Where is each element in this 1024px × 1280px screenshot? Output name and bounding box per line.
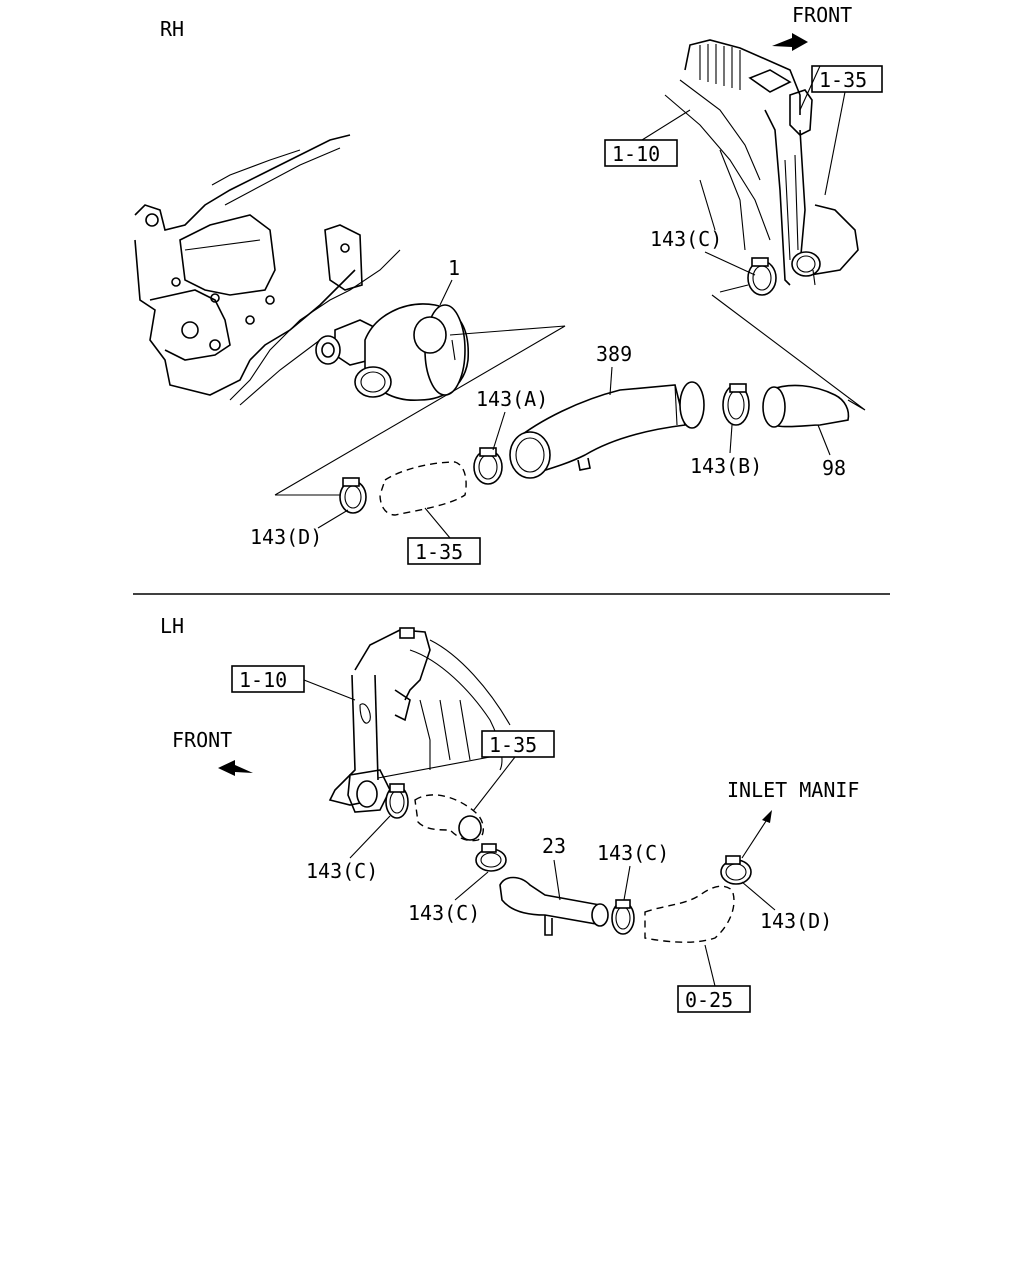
rh-pipe-389: [509, 381, 705, 479]
lh-clamp-d: [720, 855, 752, 885]
rh-part-1-label: 1: [448, 256, 460, 280]
rh-part-98-leader: [817, 424, 831, 456]
rh-front-label: FRONT: [792, 3, 852, 27]
rh-clamp-c-label: 143(C): [650, 227, 722, 251]
lh-part-23-label: 23: [542, 834, 566, 858]
rh-intercooler: [664, 39, 859, 286]
rh-connection-lines: [274, 284, 866, 496]
rh-part-389-label: 389: [596, 342, 632, 366]
lh-ref-radiator-box: [231, 665, 305, 693]
rh-hose-98: [762, 384, 850, 428]
lh-hose-dashed-025: [644, 885, 735, 943]
rh-ref-hose-bottom-box: [407, 537, 481, 565]
lh-hose-dashed: [414, 794, 484, 842]
rh-ref-radiator-box: [604, 139, 678, 167]
lh-ref-radiator-leader: [303, 679, 356, 701]
rh-part-389-leader: [609, 366, 613, 396]
rh-clamp-b-leader: [729, 424, 733, 454]
rh-clamp-d: [339, 477, 367, 514]
lh-front-label: FRONT: [172, 728, 232, 752]
lh-clamp-c3-leader: [623, 865, 631, 901]
rh-clamp-c-leader: [704, 251, 756, 276]
lh-front-arrow-icon: [218, 760, 253, 776]
lh-ref-hose-box: [481, 730, 555, 758]
lh-ref-hose-leader-2: [469, 756, 516, 816]
lh-clamp-c3: [611, 899, 635, 935]
lh-clamp-c1-label: 143(C): [306, 859, 378, 883]
rh-clamp-d-leader: [317, 509, 349, 529]
rh-ref-hose-bottom-leader: [424, 507, 451, 539]
lh-clamp-c2: [475, 843, 507, 872]
rh-engine-block: [134, 134, 401, 406]
lh-clamp-c2-leader: [454, 871, 489, 901]
lh-inlet-arrow-line: [741, 817, 769, 859]
rh-ref-hose-top-box: [811, 65, 883, 93]
rh-part-1-leader: [439, 279, 453, 306]
section-label-rh: RH: [160, 17, 184, 41]
lh-ref-radiator-label: 1-10: [239, 668, 287, 692]
rh-hose-dashed: [379, 461, 467, 516]
lh-ref-hose-leader-1: [377, 756, 491, 779]
lh-clamp-c2-label: 143(C): [408, 901, 480, 925]
lh-clamp-d-label: 143(D): [760, 909, 832, 933]
lh-part-23-leader: [553, 859, 561, 901]
lh-clamp-c1-leader: [349, 815, 391, 859]
lh-clamp-c1: [385, 783, 409, 819]
rh-clamp-b: [722, 383, 750, 426]
lh-clamp-c3-label: 143(C): [597, 841, 669, 865]
lh-pipe-23: [499, 876, 609, 936]
rh-clamp-d-label: 143(D): [250, 525, 322, 549]
lh-radiator: [328, 627, 511, 813]
section-label-lh: LH: [160, 614, 184, 638]
lh-inlet-arrow-icon: [762, 810, 772, 823]
rh-ref-radiator-label: 1-10: [612, 142, 660, 166]
lh-inlet-label: INLET MANIF: [727, 778, 859, 802]
lh-clamp-d-leader: [741, 881, 776, 911]
rh-clamp-a: [473, 447, 503, 485]
lh-ref-025-leader: [704, 944, 716, 987]
rh-ref-hose-bottom-label: 1-35: [415, 540, 463, 564]
rh-clamp-a-leader: [492, 411, 506, 451]
rh-front-arrow-icon: [772, 33, 808, 51]
rh-ref-hose-top-label: 1-35: [819, 68, 867, 92]
rh-ref-radiator-leader: [641, 109, 691, 141]
rh-clamp-b-label: 143(B): [690, 454, 762, 478]
rh-ref-hose-top-leader-2: [799, 65, 821, 111]
rh-clamp-c: [747, 257, 777, 296]
rh-ref-hose-top-leader: [824, 91, 846, 196]
lh-ref-hose-label: 1-35: [489, 733, 537, 757]
lh-ref-025-box: [677, 985, 751, 1013]
rh-part-98-label: 98: [822, 456, 846, 480]
lh-ref-025-label: 0-25: [685, 988, 733, 1012]
rh-turbocharger: [315, 303, 470, 401]
rh-clamp-a-label: 143(A): [476, 387, 548, 411]
